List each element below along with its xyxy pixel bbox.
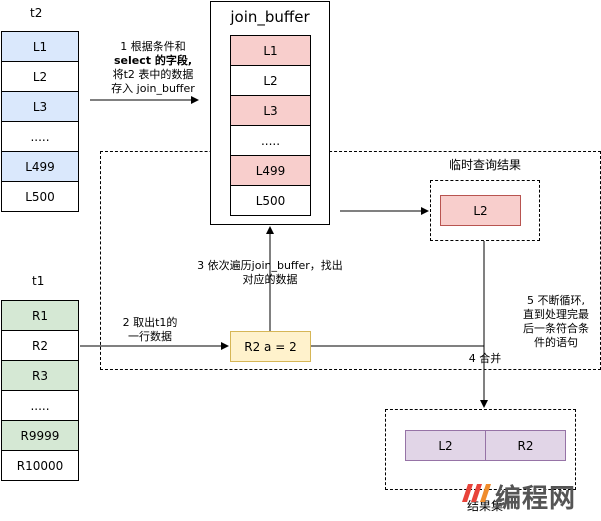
result-right: R2 xyxy=(485,430,566,461)
join-buffer-row: L2 xyxy=(230,65,311,96)
step5-line2: 直到处理完最 xyxy=(523,308,589,321)
t1-label: t1 xyxy=(32,274,45,288)
t1-row: R3 xyxy=(1,360,79,391)
t1-row: R2 xyxy=(1,330,79,361)
t1-row: R10000 xyxy=(1,450,79,481)
t1-row: R1 xyxy=(1,300,79,331)
t2-label: t2 xyxy=(30,6,43,20)
step5-line1: 5 不断循环, xyxy=(527,294,585,307)
join-buffer-row: L500 xyxy=(230,185,311,216)
step5-line4: 件的语句 xyxy=(534,336,578,349)
temp-result-title: 临时查询结果 xyxy=(448,158,521,172)
t2-row: ..... xyxy=(1,121,79,152)
step1-line2: select 的字段, xyxy=(113,54,193,67)
t2-row: L499 xyxy=(1,151,79,182)
temp-result-box xyxy=(430,180,540,241)
step1-line1: 1 根据条件和 xyxy=(120,40,186,53)
step1-line3: 将t2 表中的数据 xyxy=(112,68,194,81)
step5-line3: 后一条符合条 xyxy=(523,322,589,335)
current-row-box: R2 a = 2 xyxy=(230,331,311,362)
temp-result-value: L2 xyxy=(440,195,521,226)
watermark-logo-icon xyxy=(458,478,492,508)
join-buffer-row: L3 xyxy=(230,95,311,126)
t1-row: R9999 xyxy=(1,420,79,451)
join-buffer-row: L499 xyxy=(230,155,311,186)
result-set-title: 结果集 xyxy=(466,499,503,513)
step2-line2: 一行数据 xyxy=(128,330,172,343)
step4-label: 4 合并 xyxy=(455,352,515,366)
step2-line1: 2 取出t1的 xyxy=(122,316,178,329)
t2-row: L2 xyxy=(1,61,79,92)
step1-line4: 存入 join_buffer xyxy=(111,82,195,95)
t2-row: L500 xyxy=(1,181,79,212)
result-set-box xyxy=(385,409,576,490)
join-buffer-title: join_buffer xyxy=(230,8,310,26)
join-buffer-row: L1 xyxy=(230,35,311,66)
watermark-text: 编程网 xyxy=(495,484,577,514)
